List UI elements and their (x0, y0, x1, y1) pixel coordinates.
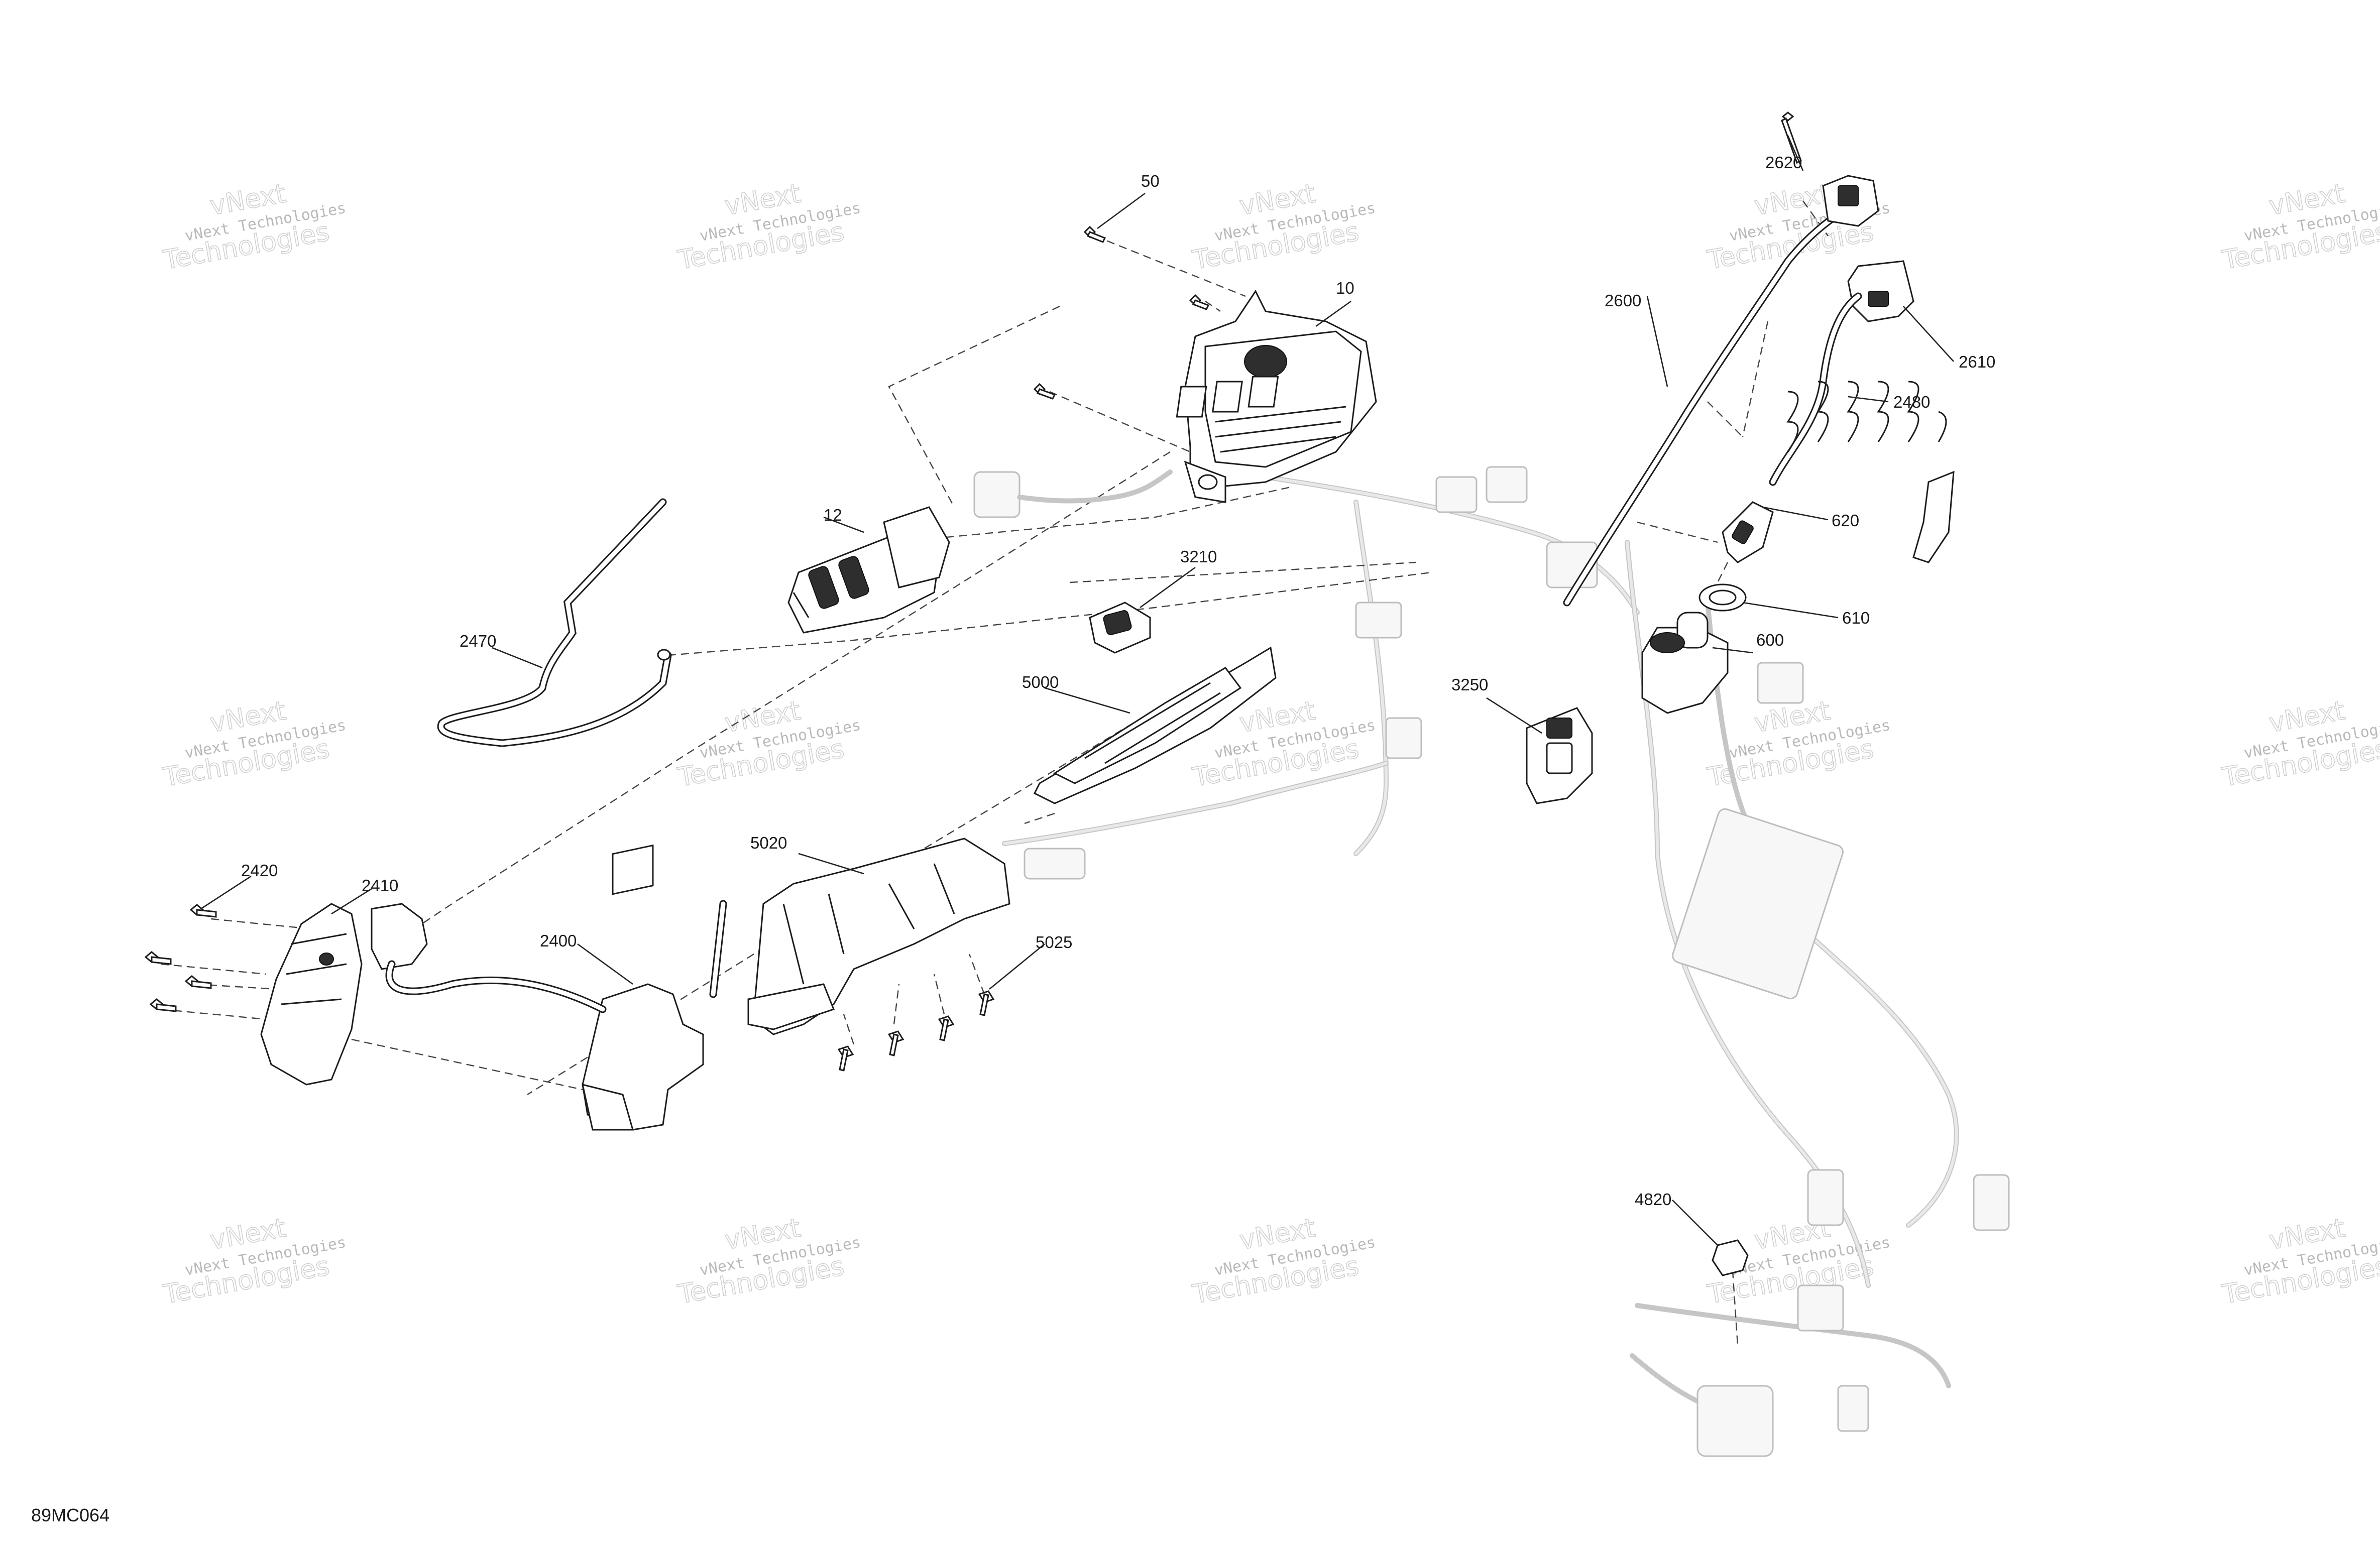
callout-600: 600 (1756, 631, 1784, 649)
part-2610-connector (1847, 260, 1914, 322)
part-12-connector (787, 506, 950, 634)
part-2620-screw (1781, 111, 1802, 164)
callout-2480: 2480 (1893, 393, 1930, 411)
callout-610: 610 (1842, 609, 1870, 627)
part-5025-screws (837, 990, 995, 1072)
part-5020-support (747, 838, 1010, 1035)
callout-4820: 4820 (1635, 1190, 1671, 1209)
callout-620: 620 (1832, 511, 1859, 530)
callout-10: 10 (1336, 279, 1354, 297)
leader-lines (200, 135, 1954, 1246)
part-620-connector (1722, 501, 1774, 563)
part-2600-cable (1563, 175, 1879, 607)
part-4820-nut (1712, 1239, 1749, 1276)
callout-5020: 5020 (750, 834, 787, 852)
ghost-frame-harness (1002, 464, 2010, 1457)
callout-3210: 3210 (1180, 547, 1217, 566)
callout-2620: 2620 (1765, 153, 1802, 172)
callout-50: 50 (1141, 172, 1160, 190)
callout-5000: 5000 (1022, 673, 1059, 691)
part-3210-connector (1089, 602, 1151, 654)
part-610-nut (1698, 583, 1747, 612)
callout-2400: 2400 (540, 931, 577, 950)
callout-3250: 3250 (1451, 675, 1488, 694)
ghost-connector (973, 469, 1173, 518)
callout-2410: 2410 (362, 876, 398, 895)
part-2420-screws (144, 904, 217, 1012)
assembly-lines (160, 200, 1829, 1346)
part-5000-cover (1033, 646, 1277, 804)
part-2410-housing (260, 903, 363, 1086)
callout-2420: 2420 (241, 861, 278, 880)
part-2470-cable (437, 498, 672, 747)
part-50-screws (1033, 225, 1210, 400)
part-2400-switch (371, 844, 727, 1131)
part-600-ignition-switch (1641, 612, 1729, 714)
part-3250-switch (1526, 707, 1593, 804)
callout-5025: 5025 (1036, 933, 1072, 952)
callout-2610: 2610 (1959, 352, 1995, 371)
callout-labels: 50 10 12 2470 3210 5000 2620 2600 2610 2… (241, 153, 1995, 1209)
diagram-code: 89MC064 (31, 1505, 109, 1525)
part-10-instrument-cluster (1176, 290, 1377, 503)
part-2480-coiled-cable (1769, 292, 1955, 563)
callout-12: 12 (824, 506, 842, 524)
callout-2600: 2600 (1605, 291, 1641, 310)
callout-2470: 2470 (460, 632, 496, 650)
